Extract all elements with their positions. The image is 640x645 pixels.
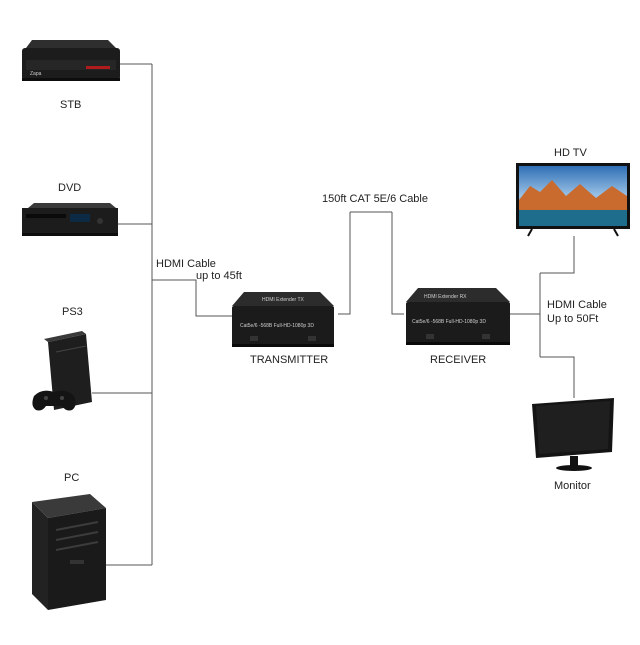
tv-line (540, 236, 575, 274)
transmitter-face-text: Cat5e/6 -568B Full-HD-1080p 3D (240, 323, 314, 329)
transmitter-label: TRANSMITTER (250, 354, 329, 366)
stb-icon (22, 40, 120, 81)
dvd-label: DVD (58, 182, 82, 194)
cat-line-tx (338, 212, 351, 315)
hdmi-out-cable-label: HDMI Cable (547, 299, 607, 311)
transmitter-device (232, 292, 334, 347)
receiver-device (406, 288, 510, 345)
stb-label: STB (60, 99, 82, 111)
hdmi-in-length-label: up to 45ft (196, 270, 242, 282)
stb-brand: Zapa (30, 71, 42, 77)
pc-label: PC (64, 472, 80, 484)
hdmi-in-line (152, 279, 232, 317)
connection-lines (92, 63, 575, 566)
ps3-icon (32, 331, 92, 411)
receiver-label: RECEIVER (430, 354, 487, 366)
monitor-label: Monitor (554, 480, 591, 492)
tv-icon (516, 163, 630, 237)
dvd-icon (22, 203, 118, 236)
hdmi-out-length-label: Up to 50Ft (547, 313, 599, 325)
pc-icon (32, 494, 106, 610)
cat-cable-label: 150ft CAT 5E/6 Cable (322, 193, 428, 205)
transmitter-top-text: HDMI Extender TX (262, 297, 305, 303)
receiver-face-text: Cat5e/6 -568B Full-HD-1080p 3D (412, 319, 486, 325)
hdmi-in-cable-label: HDMI Cable (156, 258, 216, 270)
monitor-line (540, 356, 575, 398)
receiver-top-text: HDMI Extender RX (424, 294, 467, 300)
ps3-label: PS3 (62, 306, 83, 318)
cat-line-rx (391, 212, 404, 315)
hd-tv-label: HD TV (554, 147, 587, 159)
monitor-icon (532, 398, 614, 471)
